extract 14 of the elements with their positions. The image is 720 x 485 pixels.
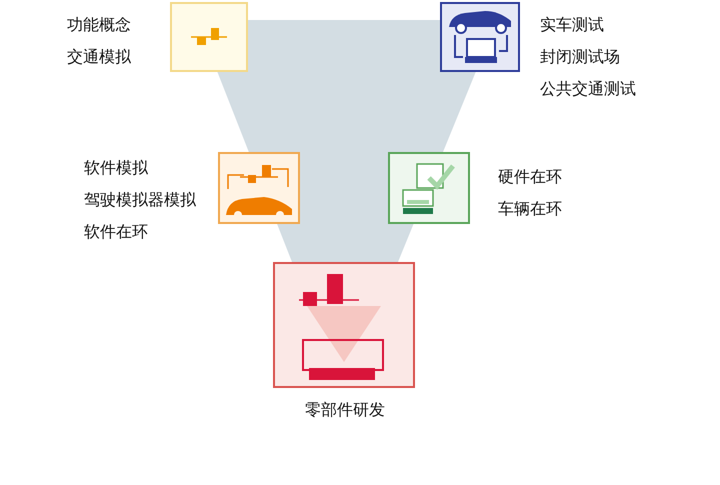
stage-caption: 公共交通测试: [540, 79, 636, 99]
icon-box: [273, 262, 415, 388]
stage-caption: 封闭测试场: [540, 47, 620, 67]
icon-box: [170, 2, 248, 72]
stage-caption: 驾驶模拟器模拟: [84, 190, 196, 210]
stage-caption: 软件模拟: [84, 158, 148, 178]
icon-box: [388, 152, 470, 224]
stage-caption: 零部件研发: [305, 400, 385, 420]
stage-caption: 实车测试: [540, 15, 604, 35]
stage-caption: 车辆在环: [498, 199, 562, 219]
stage-caption: 硬件在环: [498, 167, 562, 187]
stage-caption: 软件在环: [84, 222, 148, 242]
stage-caption: 功能概念: [67, 15, 131, 35]
stage-caption: 交通模拟: [67, 47, 131, 67]
